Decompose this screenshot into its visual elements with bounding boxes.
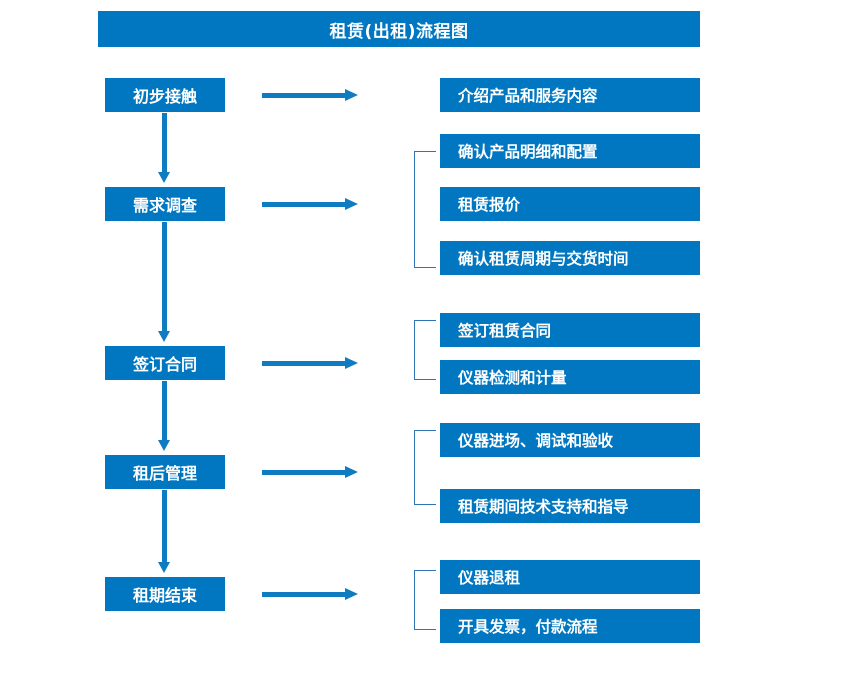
detail-box-介绍产品和服务内容[interactable]: 介绍产品和服务内容 (440, 78, 700, 112)
detail-box-确认租赁周期与交货时间[interactable]: 确认租赁周期与交货时间 (440, 241, 700, 275)
vertical-arrow-stage3-to-stage4 (158, 381, 171, 451)
horizontal-arrow-stage2 (262, 198, 358, 210)
vertical-arrow-stage4-to-stage5 (158, 490, 171, 573)
group-bracket-签订合同 (414, 320, 436, 380)
arrow-shaft (262, 361, 346, 366)
arrow-shaft (262, 592, 346, 597)
detail-box-开具发票付款流程[interactable]: 开具发票，付款流程 (440, 609, 700, 643)
horizontal-arrow-stage3 (262, 357, 358, 369)
detail-box-签订租赁合同[interactable]: 签订租赁合同 (440, 313, 700, 347)
stage-box-初步接触[interactable]: 初步接触 (105, 78, 225, 112)
chart-title: 租赁(出租)流程图 (98, 11, 700, 47)
stage-box-租后管理[interactable]: 租后管理 (105, 455, 225, 489)
arrow-shaft (162, 381, 167, 440)
arrow-head (158, 562, 170, 573)
detail-box-仪器检测和计量[interactable]: 仪器检测和计量 (440, 360, 700, 394)
vertical-arrow-stage1-to-stage2 (158, 113, 171, 183)
arrow-head (345, 357, 358, 369)
arrow-head (345, 198, 358, 210)
arrow-head (345, 588, 358, 600)
horizontal-arrow-stage4 (262, 466, 358, 478)
detail-box-确认产品明细和配置[interactable]: 确认产品明细和配置 (440, 134, 700, 168)
arrow-shaft (162, 490, 167, 562)
arrow-head (158, 172, 170, 183)
arrow-shaft (262, 93, 346, 98)
arrow-head (158, 440, 170, 451)
arrow-head (345, 89, 358, 101)
stage-box-需求调查[interactable]: 需求调查 (105, 187, 225, 221)
horizontal-arrow-stage1 (262, 89, 358, 101)
detail-box-租赁期间技术支持和指导[interactable]: 租赁期间技术支持和指导 (440, 489, 700, 523)
detail-box-租赁报价[interactable]: 租赁报价 (440, 187, 700, 221)
arrow-head (345, 466, 358, 478)
group-bracket-租期结束 (414, 570, 436, 630)
group-bracket-租后管理 (414, 430, 436, 505)
arrow-shaft (262, 470, 346, 475)
detail-box-仪器退租[interactable]: 仪器退租 (440, 560, 700, 594)
arrow-head (158, 331, 170, 342)
stage-box-签订合同[interactable]: 签订合同 (105, 346, 225, 380)
horizontal-arrow-stage5 (262, 588, 358, 600)
arrow-shaft (162, 113, 167, 172)
vertical-arrow-stage2-to-stage3 (158, 222, 171, 342)
arrow-shaft (162, 222, 167, 331)
arrow-shaft (262, 202, 346, 207)
detail-box-仪器进场调试和验收[interactable]: 仪器进场、调试和验收 (440, 423, 700, 457)
group-bracket-需求调查 (414, 151, 436, 268)
stage-box-租期结束[interactable]: 租期结束 (105, 577, 225, 611)
